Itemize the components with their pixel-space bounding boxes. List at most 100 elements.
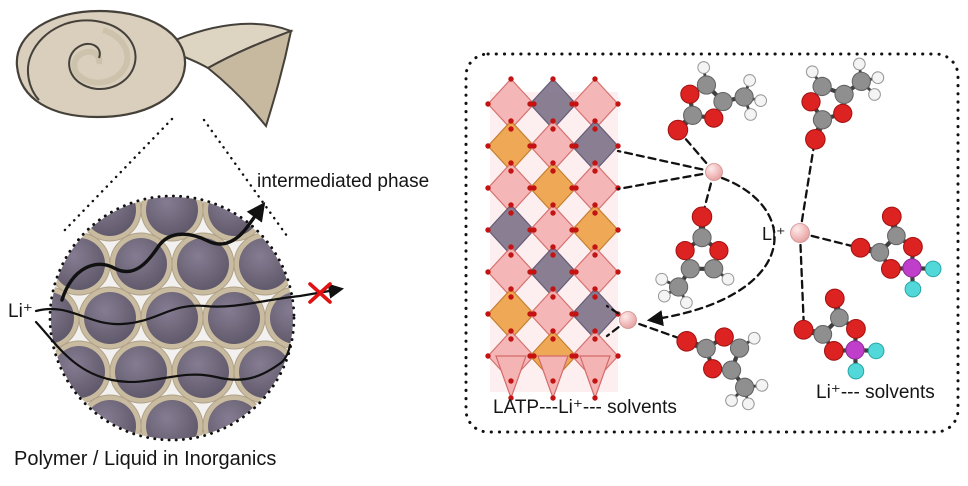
figure-caption: Polymer / Liquid in Inorganics	[14, 448, 277, 470]
oxygen-vertex-dot	[615, 101, 621, 107]
oxygen-vertex-dot	[573, 143, 579, 149]
oxygen-vertex-dot	[550, 168, 556, 174]
oxygen-vertex-dot	[592, 202, 598, 208]
oxygen-vertex-dot	[508, 118, 514, 124]
coordination-bonds	[605, 128, 862, 343]
oxygen-vertex-dot	[592, 336, 598, 342]
oxygen-vertex-dot	[527, 185, 533, 191]
oxygen-vertex-dot	[531, 311, 537, 317]
particle-coating	[296, 341, 358, 403]
li-exchange-arrow	[646, 176, 776, 327]
oxygen-vertex-dot	[550, 160, 556, 166]
oxygen-vertex-dot	[550, 202, 556, 208]
inorganic-particle	[0, 238, 43, 290]
oxygen-vertex-dot	[573, 269, 579, 275]
oxygen-vertex-dot	[550, 378, 556, 384]
oxygen-vertex-dot	[592, 244, 598, 250]
inorganic-particle	[208, 197, 260, 236]
particle-coating	[0, 233, 48, 295]
oxygen-vertex-dot	[485, 269, 491, 275]
inorganic-particle	[51, 197, 74, 236]
oxygen-vertex-dot	[485, 143, 491, 149]
oxygen-vertex-dot	[573, 311, 579, 317]
oxygen-vertex-dot	[615, 227, 621, 233]
oxygen-vertex-dot	[569, 353, 575, 359]
oxygen-vertex-dot	[508, 336, 514, 342]
crystal-spike	[495, 355, 527, 400]
composite-circle-outline	[48, 194, 296, 442]
intermediated-phase-path	[60, 201, 266, 302]
oxygen-vertex-dot	[527, 101, 533, 107]
oxygen-vertex-dot	[508, 126, 514, 132]
inorganic-particles	[0, 197, 358, 439]
oxygen-vertex-dot	[531, 101, 537, 107]
membrane-sheet-underside	[206, 29, 293, 129]
inorganic-particle	[84, 400, 136, 439]
oxygen-vertex-dot	[592, 395, 598, 401]
li-blocked-path	[34, 283, 345, 326]
oxygen-vertex-dot	[508, 160, 514, 166]
oxygen-vertex-dot	[508, 328, 514, 334]
oxygen-vertex-dot	[485, 311, 491, 317]
inorganic-particle	[146, 197, 198, 236]
oxygen-vertex-dot	[531, 143, 537, 149]
oxygen-vertex-dot	[550, 252, 556, 258]
oxygen-vertex-dot	[508, 294, 514, 300]
oxygen-vertex-dot	[569, 101, 575, 107]
solvent-molecule-bottom	[662, 308, 784, 416]
oxygen-vertex-dot	[527, 143, 533, 149]
oxygen-vertex-dot	[550, 328, 556, 334]
inorganic-particle	[177, 346, 229, 398]
inorganic-particle	[208, 292, 260, 344]
oxygen-vertex-dot	[508, 168, 514, 174]
inorganic-particle	[270, 292, 293, 344]
latp-crystal	[485, 76, 621, 401]
oxygen-vertex-dot	[573, 353, 579, 359]
anion-molecule-bottomright	[790, 285, 894, 389]
oxygen-vertex-dot	[550, 76, 556, 82]
inorganic-particle	[270, 400, 293, 439]
oxygen-vertex-dot	[569, 311, 575, 317]
oxygen-vertex-dot	[592, 294, 598, 300]
oxygen-vertex-dot	[592, 126, 598, 132]
inorganic-particle	[51, 292, 74, 344]
membrane-spiral-shade	[71, 27, 131, 86]
oxygen-vertex-dot	[508, 395, 514, 401]
oxygen-vertex-dot	[592, 76, 598, 82]
right-panel-border	[464, 52, 960, 434]
solvent-molecule-topright	[782, 42, 890, 164]
oxygen-vertex-dot	[592, 378, 598, 384]
oxygen-vertex-dot	[550, 336, 556, 342]
oxygen-vertex-dot	[527, 227, 533, 233]
li-ion-left	[619, 311, 637, 329]
crystal-spike	[537, 355, 569, 400]
oxygen-vertex-dot	[615, 143, 621, 149]
li-plus-label: Li⁺	[8, 301, 33, 322]
intermediated-phase-label: intermediated phase	[257, 171, 430, 192]
oxygen-vertex-dot	[573, 227, 579, 233]
oxygen-vertex-dot	[508, 76, 514, 82]
oxygen-vertex-dot	[550, 118, 556, 124]
oxygen-vertex-dot	[508, 210, 514, 216]
li-ion-label: Li⁺	[762, 224, 786, 244]
oxygen-vertex-dot	[485, 227, 491, 233]
particle-coating	[0, 341, 48, 403]
oxygen-vertex-dot	[550, 244, 556, 250]
li-ion-right	[790, 223, 810, 243]
oxygen-vertex-dot	[592, 252, 598, 258]
anion-molecule-right	[847, 203, 951, 307]
li-lower-path	[34, 320, 292, 384]
oxygen-vertex-dot	[531, 353, 537, 359]
oxygen-vertex-dot	[508, 252, 514, 258]
oxygen-vertex-dot	[573, 101, 579, 107]
inorganic-particle	[301, 238, 353, 290]
particle-coating	[51, 197, 80, 242]
oxygen-vertex-dot	[485, 185, 491, 191]
oxygen-vertex-dot	[527, 353, 533, 359]
membrane-roll	[15, 9, 294, 129]
li-solvents-label: Li⁺--- solvents	[816, 382, 935, 403]
membrane-spiral-line	[26, 19, 137, 101]
oxygen-vertex-dot	[615, 269, 621, 275]
oxygen-vertex-dot	[531, 269, 537, 275]
